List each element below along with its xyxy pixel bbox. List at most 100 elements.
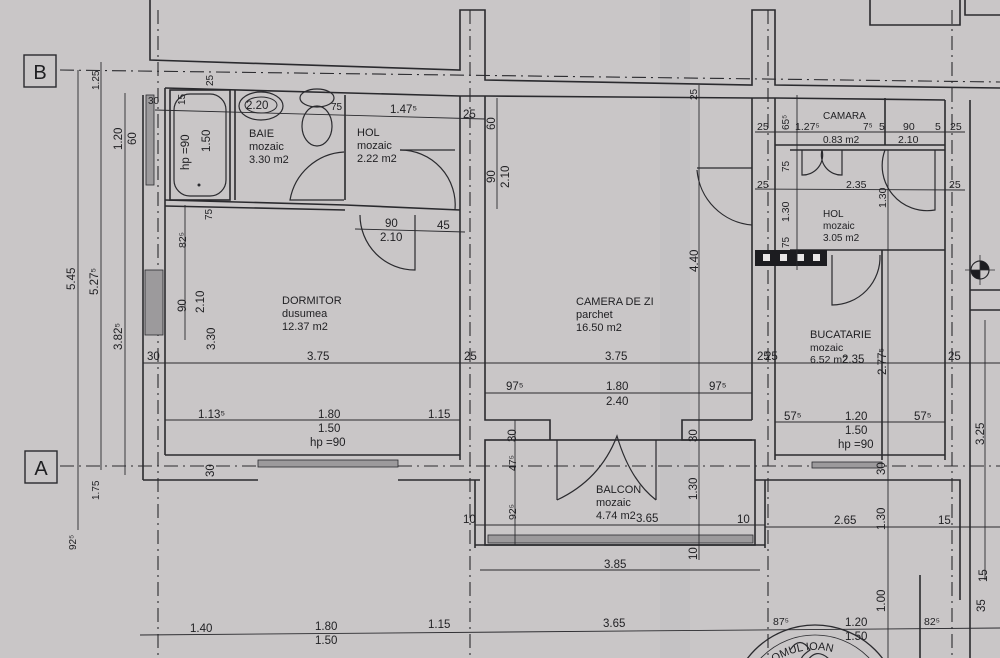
dim-text: 35: [976, 599, 988, 612]
dim-text: 30: [148, 96, 160, 107]
dim-text: 92⁵: [507, 504, 519, 520]
dim-text: 25: [757, 121, 769, 133]
room-name: BUCATARIE: [810, 329, 871, 341]
dim-text: 2.20: [246, 100, 268, 112]
dim-text: 82⁵: [924, 616, 940, 628]
baie-door: [289, 151, 345, 201]
dim-text: 2.40: [606, 396, 628, 408]
room-area: 6.52 m2: [810, 354, 848, 366]
room-name: BAIE: [249, 128, 274, 140]
dim-text: 2.65: [834, 515, 856, 527]
room-area: 12.37 m2: [282, 321, 328, 333]
dim-text: hp =90: [310, 437, 346, 449]
room-camera-de-zi: CAMERA DE ZI parchet 16.50 m2: [576, 296, 654, 334]
dim-text: 1.80: [315, 621, 337, 633]
fixtures: [173, 88, 995, 285]
signature-icon: [789, 641, 829, 658]
hol-right-door: [881, 149, 936, 212]
dormitor-dimensions: 3.75 30 25 90 2.10 45 82⁵ 90 2.10 3.30 7…: [147, 208, 477, 477]
bathtub-dimensions: hp =90 1.50 2.20: [180, 100, 268, 170]
bucatarie-window: [811, 461, 883, 469]
dim-text: 30: [147, 351, 160, 363]
dim-text: 45: [437, 220, 450, 232]
dim-text: 5.27⁵: [89, 268, 101, 295]
dim-text: 75: [331, 102, 343, 113]
dim-text: 25: [757, 179, 769, 191]
dim-text: 2.77⁵: [877, 348, 889, 375]
dim-text: 10: [737, 514, 750, 526]
room-camara: CAMARA 0.83 m2: [823, 111, 866, 146]
dim-text: 2.10: [380, 232, 402, 244]
dim-text: 90: [177, 299, 189, 312]
room-name: CAMARA: [823, 111, 866, 122]
dim-text: 1.75: [91, 480, 102, 500]
dim-text: 3.85: [604, 559, 626, 571]
lower-right-dimensions: 2.65 15 1.30 1.00 15 35: [834, 508, 990, 612]
dim-text: 1.13⁵: [198, 409, 225, 421]
room-area: 2.22 m2: [357, 153, 397, 165]
dim-text: 30: [876, 462, 888, 475]
dim-text: 4.40: [689, 250, 701, 272]
dim-text: 10: [463, 514, 476, 526]
dim-text: 1.50: [845, 425, 867, 437]
dim-text: 1.30: [876, 508, 888, 530]
dim-text: 87⁵: [773, 616, 789, 628]
room-baie: BAIE mozaic 3.30 m2: [249, 128, 289, 166]
dormitor-window-dimensions: 1.13⁵ 1.80 1.15 1.50 hp =90: [198, 409, 450, 449]
dimension-lines: [77, 62, 1000, 658]
dim-text: 15: [177, 93, 188, 105]
dim-text: 90: [385, 218, 398, 230]
dim-text: 1.15: [428, 619, 450, 631]
dim-text: 5.45: [66, 268, 78, 290]
room-hol-right: HOL mozaic 3.05 m2: [823, 209, 860, 244]
dim-text: 25: [765, 351, 778, 363]
bottom-dimensions: 1.40 1.80 1.50 1.15 3.65 87⁵ 1.20 1.50 8…: [190, 616, 940, 647]
room-hol-left: HOL mozaic 2.22 m2: [357, 127, 397, 165]
doors: [289, 149, 936, 501]
dim-text: 2.10: [500, 166, 512, 188]
dim-text: 1.40: [190, 623, 212, 635]
dim-text: 1.15: [428, 409, 450, 421]
room-name: BALCON: [596, 484, 641, 496]
dim-text: 1.20: [845, 411, 867, 423]
dim-text: 25: [950, 121, 962, 133]
dim-text: 15: [938, 515, 951, 527]
dim-text: 1.20: [113, 128, 125, 150]
dim-text: 3.65: [603, 618, 625, 630]
dim-text: 30: [205, 464, 217, 477]
room-area: 16.50 m2: [576, 322, 622, 334]
dim-text: hp =90: [838, 439, 874, 451]
dim-text: 3.75: [307, 351, 329, 363]
room-floor: parchet: [576, 309, 613, 321]
toilet-tank-icon: [299, 88, 335, 108]
balcon-double-door: [556, 434, 657, 501]
dim-text: hp =90: [180, 135, 192, 171]
dim-text: 25: [205, 74, 216, 86]
dim-text: 1.20: [845, 617, 867, 629]
dim-text: 97⁵: [709, 381, 727, 393]
axis-marker-b: B: [23, 54, 57, 88]
dim-text: 1.47⁵: [390, 104, 417, 116]
dim-text: 75: [781, 236, 792, 248]
dim-text: 25: [463, 109, 476, 121]
dim-text: 1.30: [877, 187, 889, 208]
dim-text: 1.25: [91, 70, 102, 90]
bathtub-icon: [173, 93, 227, 197]
dim-text: 90: [903, 121, 915, 133]
dim-text: 1.50: [318, 423, 340, 435]
dim-text: 47⁵: [507, 455, 519, 471]
dim-text: 7⁵: [863, 122, 873, 133]
hol-door: [399, 149, 456, 211]
dormitor-window: [257, 459, 399, 468]
dim-text: 10: [688, 547, 700, 560]
dim-text: 1.50: [201, 130, 213, 152]
dim-text: 57⁵: [784, 411, 802, 423]
dim-text: 75: [781, 160, 792, 172]
room-name: CAMERA DE ZI: [576, 296, 654, 308]
dim-text: 30: [688, 429, 700, 442]
balcon-dimensions: 30 30 47⁵ 92⁵ 1.30 10 10 10 3.65 3.85: [463, 429, 750, 571]
dim-text: 75: [204, 208, 215, 220]
dormitor-door: [359, 214, 416, 271]
